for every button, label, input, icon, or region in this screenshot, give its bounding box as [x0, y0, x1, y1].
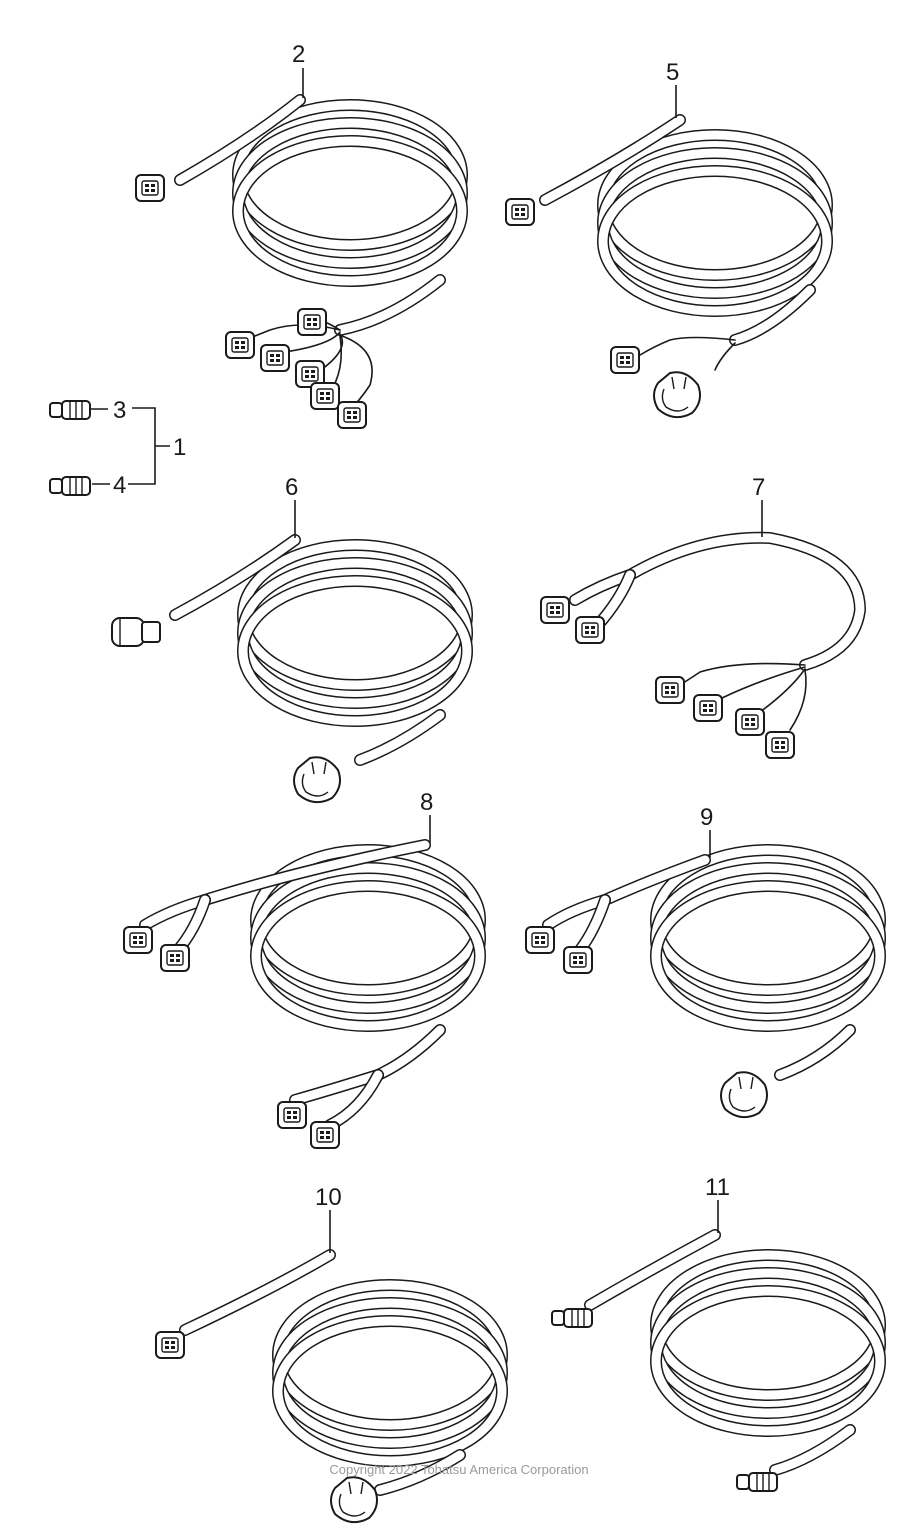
callout-1: 1	[173, 434, 186, 461]
callout-5: 5	[666, 59, 679, 86]
copyright-notice: Copyright 2022 Tohatsu America Corporati…	[329, 1462, 589, 1477]
part-5-harness	[505, 114, 827, 419]
callout-11: 11	[705, 1174, 730, 1201]
part-6-harness	[111, 534, 467, 804]
part-3-connector	[49, 400, 91, 420]
callout-9: 9	[700, 804, 713, 831]
part-10-harness	[155, 1249, 502, 1524]
callout-4: 4	[113, 472, 126, 499]
callout-7: 7	[752, 474, 765, 501]
part-9-harness	[525, 850, 880, 1119]
callout-10: 10	[315, 1184, 342, 1211]
part-8-harness	[123, 839, 480, 1149]
callout-6: 6	[285, 474, 298, 501]
part-11-harness	[551, 1229, 880, 1492]
part-7-harness	[540, 531, 866, 759]
part-2-harness	[135, 94, 462, 429]
part-4-connector	[49, 476, 91, 496]
callout-3: 3	[113, 397, 126, 424]
leader-3-4-bracket	[128, 407, 170, 485]
callout-2: 2	[292, 41, 305, 68]
callout-8: 8	[420, 789, 433, 816]
